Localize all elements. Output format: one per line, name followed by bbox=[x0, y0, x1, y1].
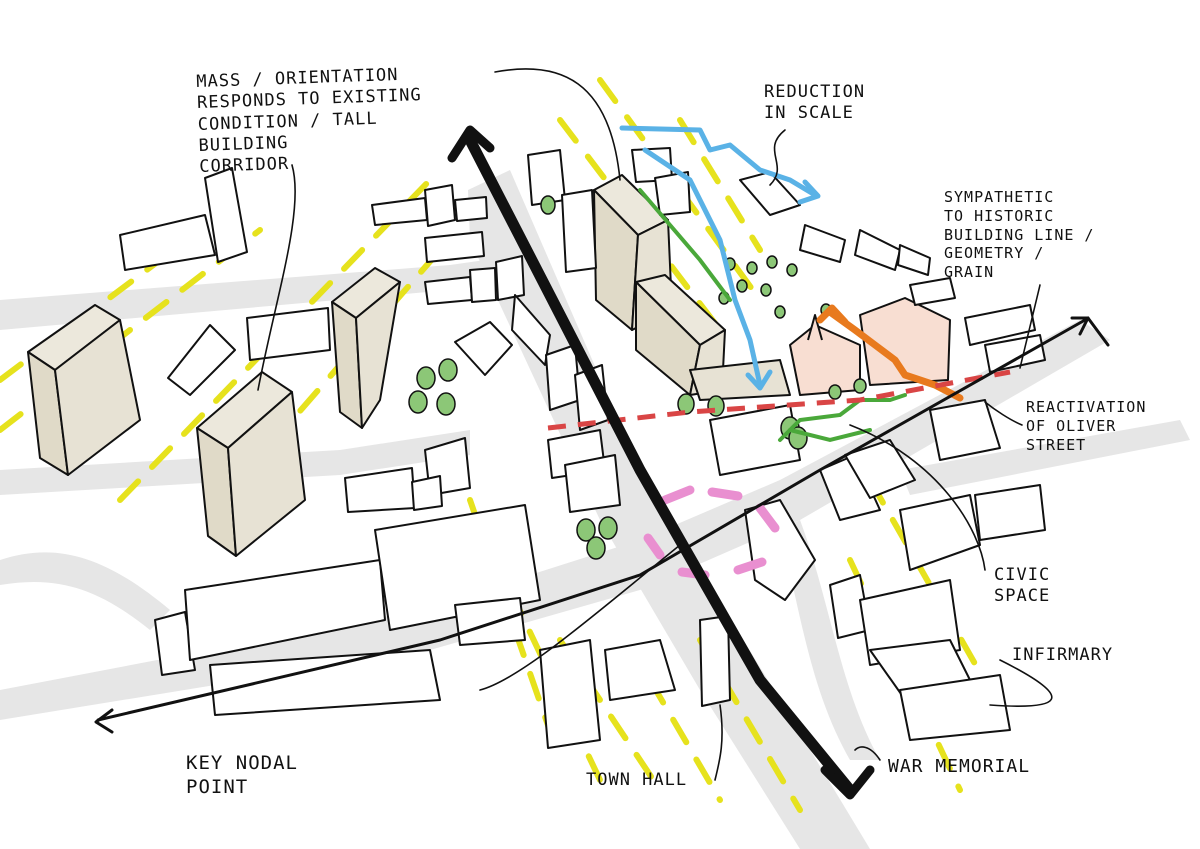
historic-block bbox=[859, 297, 951, 386]
leader-lines bbox=[257, 68, 1053, 781]
tree-icon bbox=[760, 283, 772, 297]
right-road bbox=[900, 420, 1190, 495]
annotation-infirmary: INFIRMARY bbox=[1012, 645, 1114, 665]
tree-icon bbox=[853, 378, 867, 394]
flow-arrow-icon bbox=[642, 147, 763, 388]
tree-icon bbox=[677, 393, 695, 415]
annotation-town-hall: TOWN HALL bbox=[586, 770, 688, 790]
orange-route bbox=[816, 304, 964, 402]
annotation-key-nodal-point: KEY NODAL POINT bbox=[186, 752, 298, 798]
tree-icon bbox=[828, 384, 842, 400]
annotation-mass-orientation: MASS / ORIENTATION RESPONDS TO EXISTING … bbox=[196, 64, 423, 177]
tall-buildings bbox=[27, 174, 791, 557]
blue-flow-arrows bbox=[619, 125, 821, 391]
annotation-war-memorial: WAR MEMORIAL bbox=[888, 756, 1031, 777]
tree-icon bbox=[774, 305, 786, 319]
tree-icon bbox=[576, 518, 596, 542]
tree-icon bbox=[786, 263, 798, 277]
tree-icon bbox=[436, 392, 456, 416]
tall-block-north bbox=[331, 267, 401, 429]
annotation-reactivation: REACTIVATION OF OLIVER STREET bbox=[1026, 398, 1147, 454]
left-curve-road bbox=[0, 552, 170, 630]
north-arrow-line bbox=[447, 125, 875, 800]
tree-icon bbox=[598, 516, 618, 540]
church-spire bbox=[807, 314, 823, 341]
tree-icon bbox=[736, 279, 748, 293]
low-block-east bbox=[689, 359, 791, 401]
annotation-sympathetic: SYMPATHETIC TO HISTORIC BUILDING LINE / … bbox=[944, 188, 1095, 281]
curve-road-south bbox=[780, 520, 880, 760]
tree-icon bbox=[540, 195, 556, 215]
historic-church bbox=[789, 324, 861, 396]
green-paths bbox=[638, 188, 907, 443]
historic-buildings bbox=[789, 297, 951, 396]
tree-icon bbox=[586, 536, 606, 560]
street-arrow-line bbox=[94, 316, 1110, 734]
tall-block-central bbox=[196, 371, 306, 557]
tree-icon bbox=[416, 366, 436, 390]
flow-arrow-icon bbox=[619, 125, 818, 198]
annotation-reduction-scale: REDUCTION IN SCALE bbox=[764, 82, 866, 124]
outline-buildings bbox=[119, 147, 1046, 749]
annotation-civic-space: CIVIC SPACE bbox=[994, 565, 1051, 607]
tree-icon bbox=[766, 255, 778, 269]
upper-street bbox=[0, 255, 520, 330]
tall-block-west bbox=[27, 304, 141, 476]
cross-street-lower bbox=[0, 320, 1110, 720]
tree-icon bbox=[746, 261, 758, 275]
tree-icon bbox=[438, 358, 458, 382]
tree-icon bbox=[408, 390, 428, 414]
